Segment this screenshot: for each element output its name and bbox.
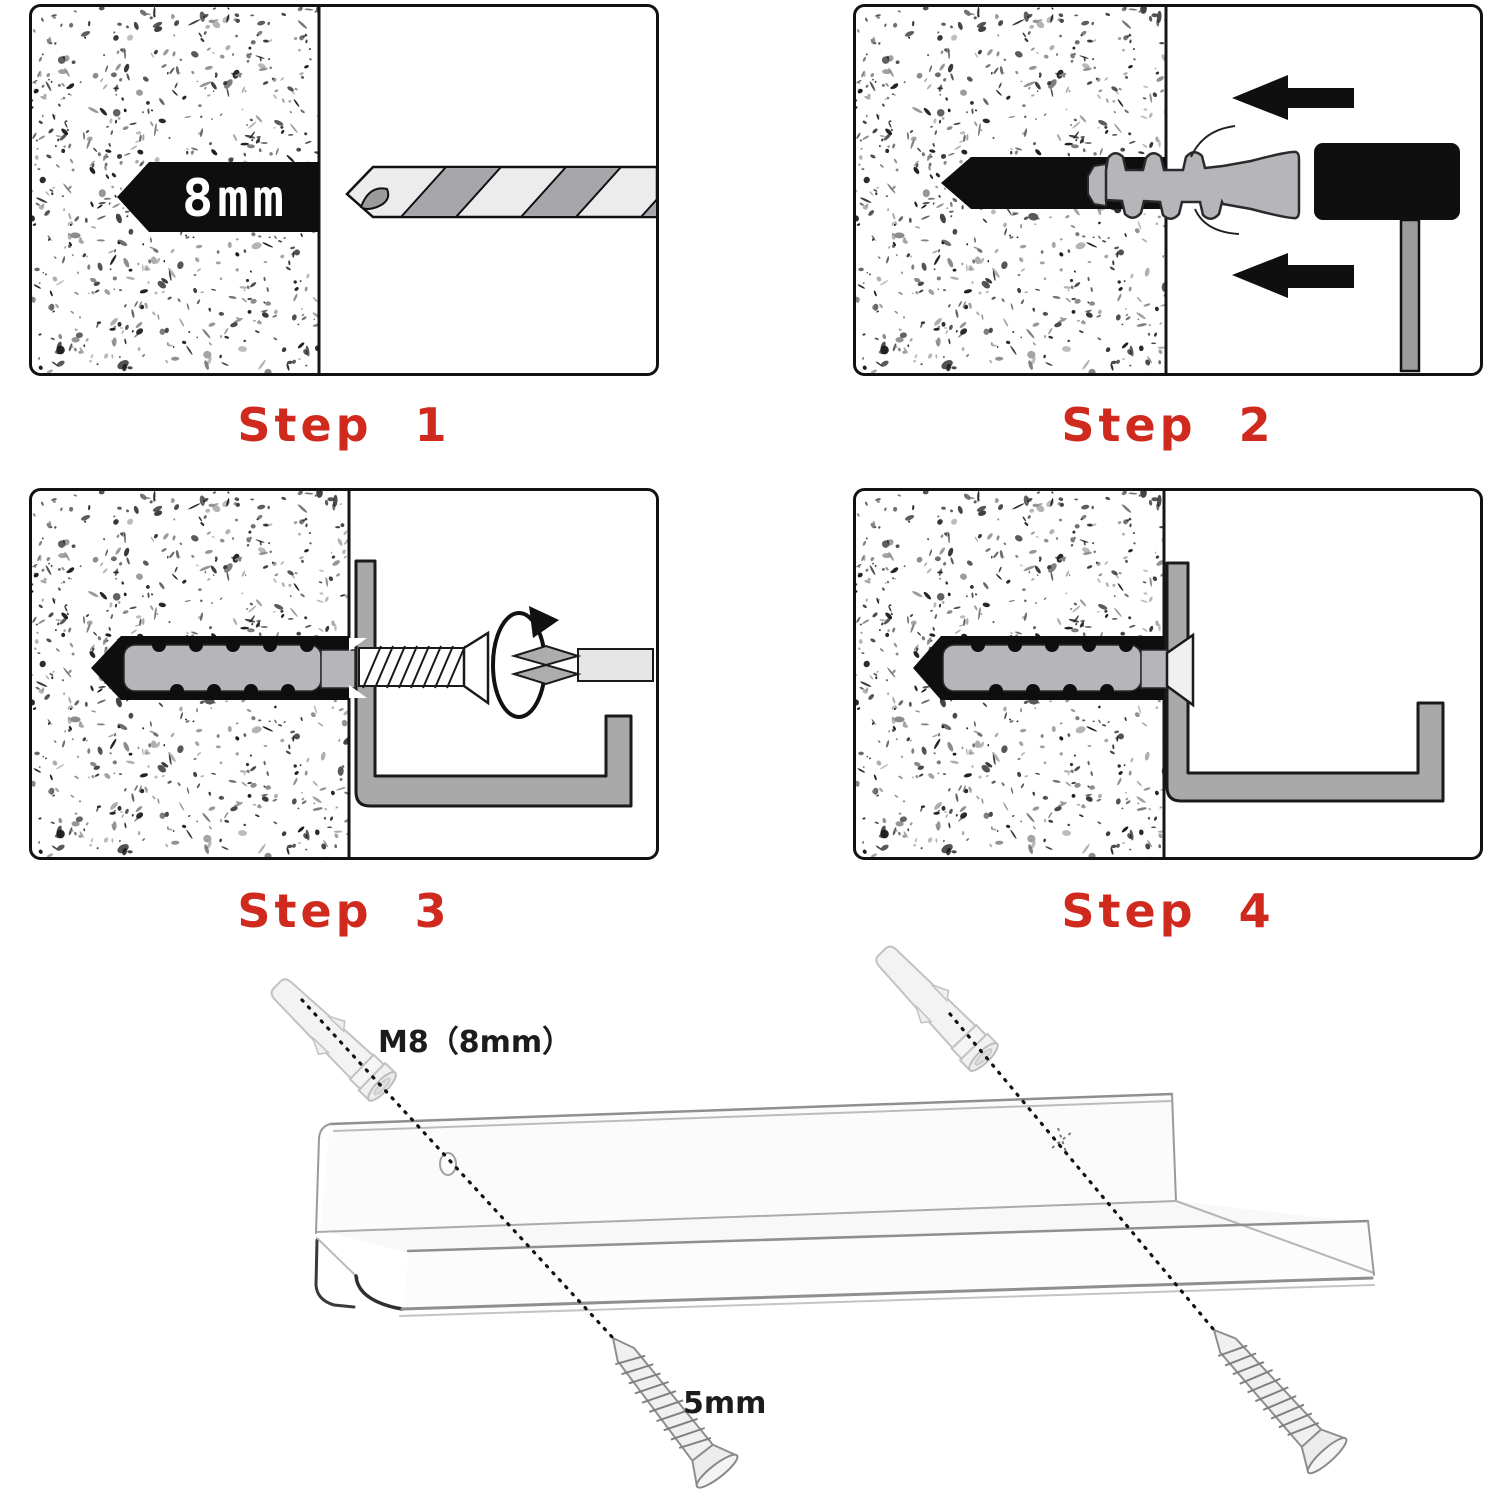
step3-panel xyxy=(29,488,659,860)
shelf-mounting-hole xyxy=(1051,1127,1073,1153)
step1-panel: 8mm xyxy=(29,4,659,376)
wall-anchor-icon xyxy=(942,638,1168,698)
acrylic-shelf xyxy=(314,1092,1375,1317)
l-bracket-hook-icon xyxy=(1165,561,1445,803)
wall-anchor-icon xyxy=(1087,150,1301,220)
shelf-mounting-hole xyxy=(439,1152,457,1176)
shelf-mounting-diagram: M8（8mm） 5mm xyxy=(261,940,1375,1493)
drilled-hole-8mm xyxy=(117,162,319,232)
flush-screw-head xyxy=(1165,632,1195,708)
panel-border xyxy=(853,4,1483,376)
wall-anchor-icon xyxy=(865,940,1004,1077)
hole-size-label: 8mm xyxy=(182,169,288,229)
screw-size-label: 5mm xyxy=(683,1386,766,1421)
step2-panel xyxy=(853,4,1483,376)
step4-panel xyxy=(853,488,1483,860)
step-1-label: Step 1 xyxy=(237,398,451,452)
hammer-icon xyxy=(1314,143,1460,373)
anchor-size-label: M8（8mm） xyxy=(378,1025,572,1060)
dotted-guide-line xyxy=(300,998,615,1340)
drill-tip-flute xyxy=(359,187,390,210)
dotted-guide-line xyxy=(948,1012,1216,1332)
panel-border xyxy=(853,488,1483,860)
screw-icon xyxy=(1194,1312,1352,1479)
wall-crack-lines xyxy=(1190,125,1240,235)
step-4-label: Step 4 xyxy=(1061,884,1275,938)
wall-anchor-icon xyxy=(123,638,367,698)
arrow-left-icon xyxy=(1232,253,1354,298)
drill-bit-icon xyxy=(345,165,659,219)
anchor-rib-notches xyxy=(152,638,314,698)
arrow-left-icon xyxy=(1232,75,1354,120)
rotation-arrowhead xyxy=(529,606,559,638)
panel-border xyxy=(29,488,659,860)
screw-icon xyxy=(358,630,490,706)
step-2-label: Step 2 xyxy=(1061,398,1275,452)
l-bracket-hook-icon xyxy=(354,559,633,808)
anchor-rib-notches xyxy=(971,638,1133,698)
step-3-label: Step 3 xyxy=(237,884,451,938)
panel-border xyxy=(29,4,659,376)
phillips-driver-icon xyxy=(510,644,654,686)
